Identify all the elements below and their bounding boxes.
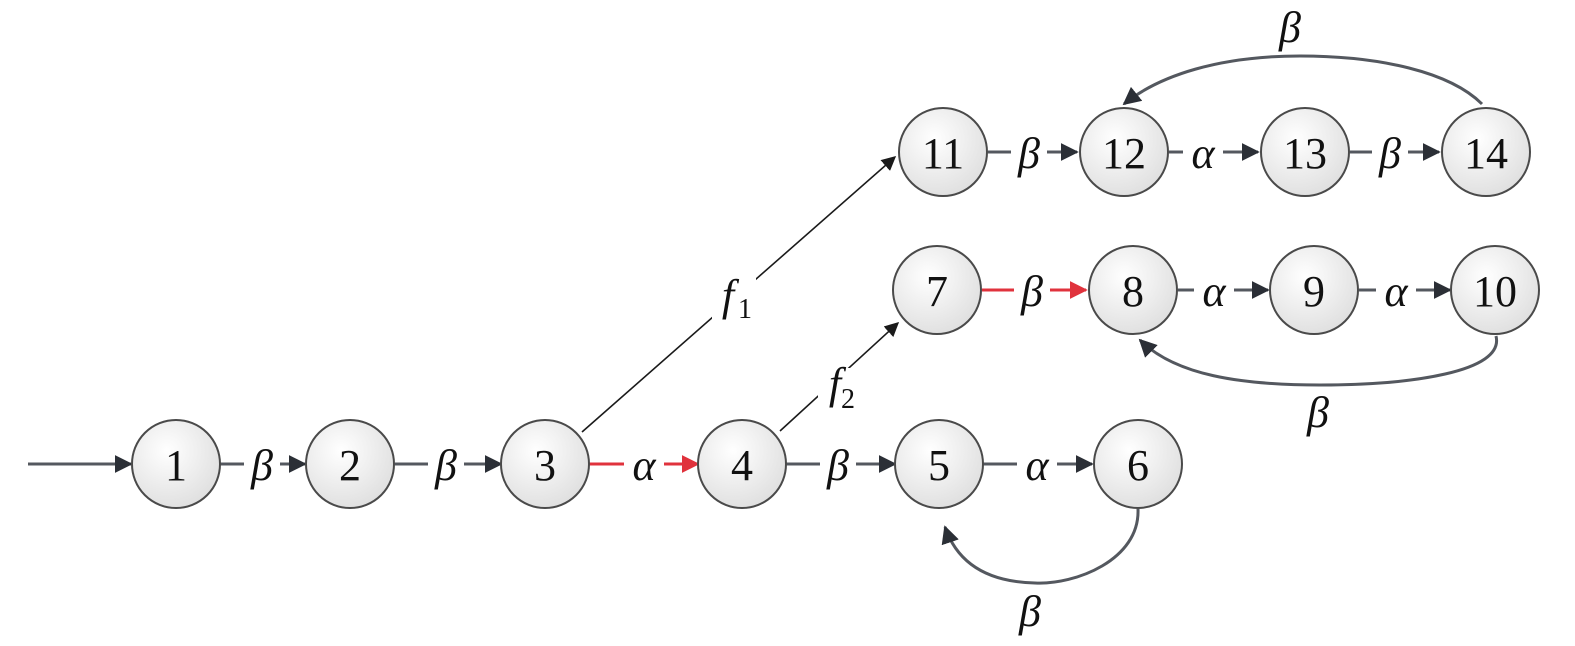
node-11: 11 xyxy=(898,107,988,197)
edge-label-13-14: β xyxy=(1378,129,1401,178)
edge-2-3: β xyxy=(395,440,503,490)
edge-1-2: β xyxy=(220,440,307,490)
node-label: 5 xyxy=(928,441,950,490)
node-3: 3 xyxy=(500,419,590,509)
node-2: 2 xyxy=(305,419,395,509)
edge-sub-3-11: 1 xyxy=(738,294,752,325)
edge-4-5: β xyxy=(786,440,897,490)
edge-8-9: α xyxy=(1178,266,1270,316)
edge-label-3-4: α xyxy=(632,441,656,490)
edge-7-8: β xyxy=(982,266,1088,316)
node-14: 14 xyxy=(1441,107,1531,197)
node-13: 13 xyxy=(1260,107,1350,197)
node-label: 2 xyxy=(339,441,361,490)
edge-label-11-12: β xyxy=(1017,129,1040,178)
edge-10-8: β xyxy=(1138,335,1498,437)
edge-label-10-8: β xyxy=(1306,388,1329,437)
edge-label-12-13: α xyxy=(1191,129,1215,178)
edge-label-14-12: β xyxy=(1278,3,1301,52)
node-label: 6 xyxy=(1127,441,1149,490)
edge-4-7: f 2 xyxy=(779,322,900,432)
edge-label-9-10: α xyxy=(1384,267,1408,316)
edge-6-5: β xyxy=(941,508,1140,636)
node-label: 8 xyxy=(1122,267,1144,316)
edge-label-4-5: β xyxy=(826,441,849,490)
edge-12-13: α xyxy=(1169,128,1260,178)
node-label: 9 xyxy=(1303,267,1325,316)
node-6: 6 xyxy=(1093,419,1183,509)
edge-3-4: α xyxy=(589,440,700,490)
edge-label-8-9: α xyxy=(1202,267,1226,316)
edge-3-11: f 1 xyxy=(581,156,897,433)
edge-label-5-6: α xyxy=(1025,441,1049,490)
node-12: 12 xyxy=(1079,107,1169,197)
node-9: 9 xyxy=(1269,245,1359,335)
node-10: 10 xyxy=(1450,245,1540,335)
edge-label-2-3: β xyxy=(434,441,457,490)
edge-label-1-2: β xyxy=(250,441,273,490)
edge-sub-4-7: 2 xyxy=(841,384,855,415)
node-7: 7 xyxy=(892,245,982,335)
node-label: 3 xyxy=(534,441,556,490)
node-4: 4 xyxy=(697,419,787,509)
node-label: 1 xyxy=(165,441,187,490)
node-label: 7 xyxy=(926,267,948,316)
edge-5-6: α xyxy=(983,440,1094,490)
node-label: 4 xyxy=(731,441,753,490)
node-label: 11 xyxy=(922,129,964,178)
node-5: 5 xyxy=(894,419,984,509)
node-label: 14 xyxy=(1464,129,1508,178)
edge-11-12: β xyxy=(988,128,1079,178)
edge-9-10: α xyxy=(1359,266,1452,316)
node-label: 10 xyxy=(1473,267,1517,316)
edge-14-12: β xyxy=(1122,3,1484,106)
edge-label-6-5: β xyxy=(1018,587,1041,636)
node-8: 8 xyxy=(1088,245,1178,335)
node-label: 13 xyxy=(1283,129,1327,178)
node-label: 12 xyxy=(1102,129,1146,178)
edge-13-14: β xyxy=(1350,128,1441,178)
node-1: 1 xyxy=(131,419,221,509)
edge-label-7-8: β xyxy=(1020,267,1043,316)
